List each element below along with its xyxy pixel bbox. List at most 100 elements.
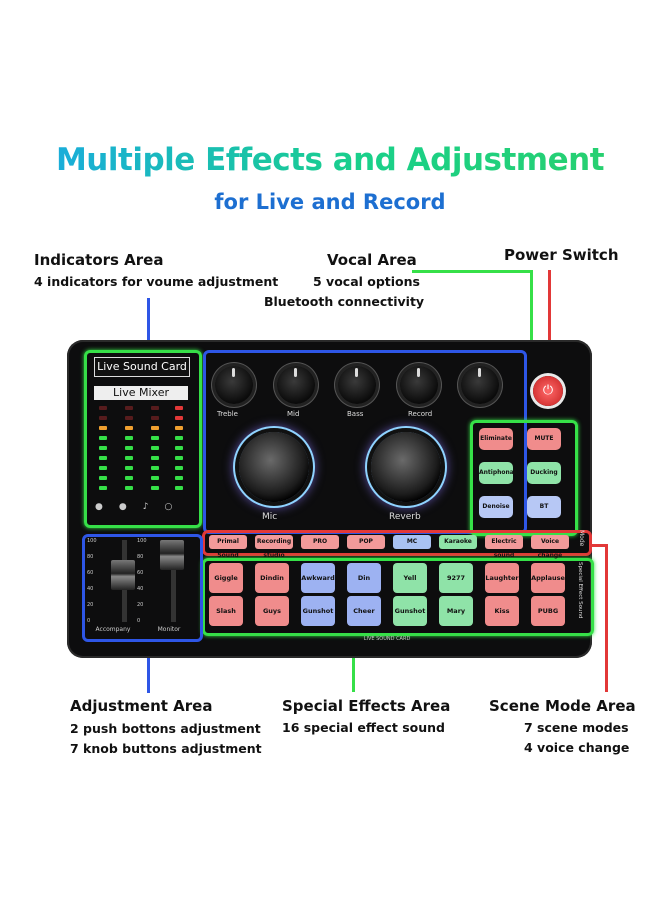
effect-button[interactable]: Yell bbox=[393, 563, 427, 593]
effect-button[interactable]: Laughter bbox=[485, 563, 519, 593]
led-segment bbox=[151, 416, 159, 420]
led-segment bbox=[175, 416, 183, 420]
vocal-connector-h bbox=[412, 270, 532, 273]
led-segment bbox=[175, 476, 183, 480]
subtitle: for Live and Record bbox=[214, 190, 446, 214]
special-effects-area bbox=[202, 558, 594, 636]
mid-label: Mid bbox=[287, 410, 300, 418]
mode-label: Mode bbox=[578, 530, 585, 547]
treble-label: Treble bbox=[217, 410, 238, 418]
effect-button[interactable]: Cheer bbox=[347, 596, 381, 626]
led-segment bbox=[125, 476, 133, 480]
bass-knob[interactable] bbox=[338, 366, 376, 404]
led-segment bbox=[125, 466, 133, 470]
led-segment bbox=[151, 406, 159, 410]
adjustment-desc-1: 2 push bottons adjustment bbox=[70, 721, 261, 736]
scene-button[interactable]: Voice change bbox=[531, 535, 569, 559]
indicators-title: Indicators Area bbox=[34, 251, 164, 269]
led-segment bbox=[151, 486, 159, 490]
vocal-button[interactable]: Antiphonal play bbox=[479, 462, 516, 498]
treble-knob[interactable] bbox=[215, 366, 253, 404]
power-connector bbox=[548, 270, 551, 370]
vocal-button[interactable]: BT bbox=[527, 496, 561, 518]
effect-button[interactable]: Applause bbox=[531, 563, 565, 593]
brand-label: Live Sound Card bbox=[94, 357, 190, 377]
monitor-fader[interactable] bbox=[160, 540, 184, 570]
effect-button[interactable]: Kiss bbox=[485, 596, 519, 626]
fader-tick: 60 bbox=[87, 570, 94, 576]
scene-connector-v bbox=[605, 544, 608, 692]
fader-tick: 20 bbox=[87, 602, 94, 608]
fader-tick: 0 bbox=[87, 618, 91, 624]
led-segment bbox=[151, 426, 159, 430]
vocal-button[interactable]: Ducking bbox=[527, 462, 561, 484]
led-segment bbox=[99, 466, 107, 470]
scene-button[interactable]: POP bbox=[347, 535, 385, 549]
scene-desc-1: 7 scene modes bbox=[524, 720, 629, 735]
adjustment-connector bbox=[147, 653, 150, 693]
level-indicators bbox=[95, 406, 189, 496]
adjustment-title: Adjustment Area bbox=[70, 697, 213, 715]
accompany-fader[interactable] bbox=[111, 560, 135, 590]
led-segment bbox=[125, 446, 133, 450]
scene-button[interactable]: MC bbox=[393, 535, 431, 549]
effect-button[interactable]: Dindin bbox=[255, 563, 289, 593]
power-title: Power Switch bbox=[504, 246, 619, 264]
led-segment bbox=[175, 426, 183, 430]
fader-tick: 40 bbox=[137, 586, 144, 592]
fader-tick: 100 bbox=[87, 538, 97, 544]
led-segment bbox=[175, 456, 183, 460]
master-knob[interactable] bbox=[461, 366, 499, 404]
monitor-track bbox=[171, 540, 176, 622]
led-segment bbox=[175, 466, 183, 470]
led-segment bbox=[151, 466, 159, 470]
mic-label: Mic bbox=[262, 512, 278, 522]
power-switch-button[interactable]: ⏻ bbox=[533, 376, 563, 406]
effect-button[interactable]: Slash bbox=[209, 596, 243, 626]
scene-button[interactable]: Recording studio bbox=[255, 535, 293, 559]
effect-button[interactable]: Gunshot bbox=[301, 596, 335, 626]
fader-tick: 40 bbox=[87, 586, 94, 592]
effect-button[interactable]: Awkward bbox=[301, 563, 335, 593]
effect-button[interactable]: Giggle bbox=[209, 563, 243, 593]
adjustment-area bbox=[82, 534, 203, 642]
led-segment bbox=[99, 406, 107, 410]
scene-desc-2: 4 voice change bbox=[524, 740, 630, 755]
effect-button[interactable]: 9277 bbox=[439, 563, 473, 593]
led-segment bbox=[125, 436, 133, 440]
effect-button[interactable]: PUBG bbox=[531, 596, 565, 626]
led-segment bbox=[175, 436, 183, 440]
adjustment-desc-2: 7 knob buttons adjustment bbox=[70, 741, 262, 756]
reverb-label: Reverb bbox=[389, 512, 421, 522]
fader-tick: 0 bbox=[137, 618, 141, 624]
bass-label: Bass bbox=[347, 410, 364, 418]
indicator-connector bbox=[147, 298, 150, 350]
led-segment bbox=[175, 406, 183, 410]
monitor-label: Monitor bbox=[157, 626, 181, 633]
effect-button[interactable]: Din bbox=[347, 563, 381, 593]
led-segment bbox=[99, 456, 107, 460]
led-segment bbox=[151, 456, 159, 460]
scene-button[interactable]: Electric sound bbox=[485, 535, 523, 559]
vocal-button[interactable]: MUTE bbox=[527, 428, 561, 450]
vocal-button[interactable]: Denoise bbox=[479, 496, 513, 518]
scene-connector-h bbox=[589, 544, 607, 547]
led-segment bbox=[99, 446, 107, 450]
fader-tick: 80 bbox=[87, 554, 94, 560]
effect-button[interactable]: Guys bbox=[255, 596, 289, 626]
reverb-knob[interactable] bbox=[371, 432, 441, 502]
mid-knob[interactable] bbox=[277, 366, 315, 404]
record-label: Record bbox=[408, 410, 433, 418]
effect-button[interactable]: Gunshot bbox=[393, 596, 427, 626]
scene-button[interactable]: PRO bbox=[301, 535, 339, 549]
scene-button[interactable]: Karaoke bbox=[439, 535, 477, 549]
vocal-button[interactable]: Eliminate bbox=[479, 428, 513, 450]
record-knob[interactable] bbox=[400, 366, 438, 404]
special-connector bbox=[352, 636, 355, 692]
sound-card-device: Live Sound Card Live Mixer ●●♪○ Treble M… bbox=[67, 340, 594, 658]
fader-tick: 100 bbox=[137, 538, 147, 544]
mic-knob[interactable] bbox=[239, 432, 309, 502]
effect-button[interactable]: Mary bbox=[439, 596, 473, 626]
led-segment bbox=[99, 486, 107, 490]
scene-button[interactable]: Primal Sound bbox=[209, 535, 247, 559]
